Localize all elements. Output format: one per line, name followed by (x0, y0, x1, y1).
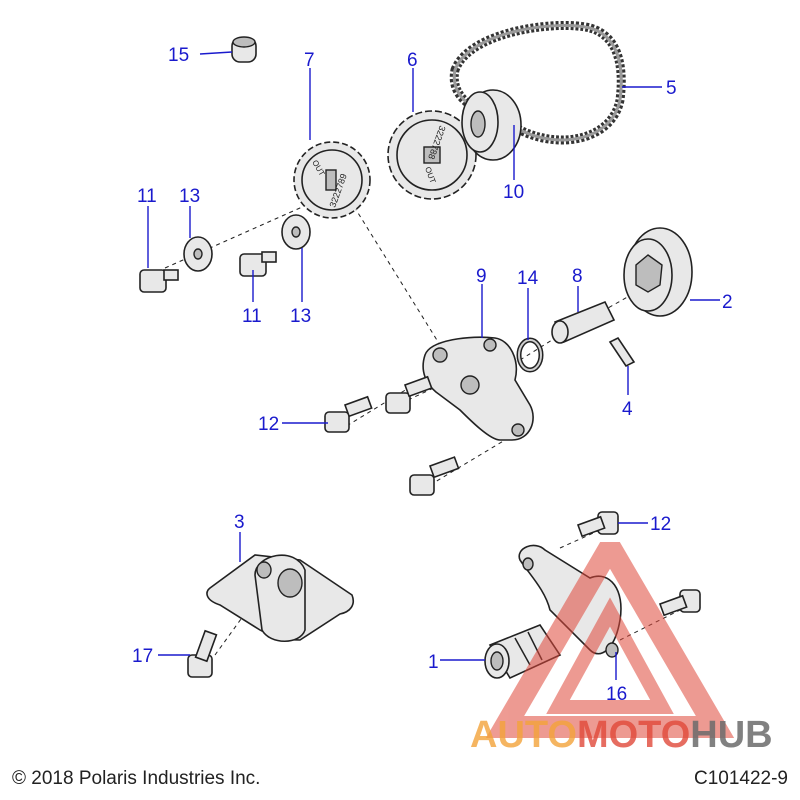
part-12-bolt-d (576, 511, 619, 538)
callout-17: 17 (132, 646, 153, 667)
part-7-sprocket: 3222789 OUT (293, 141, 371, 219)
copyright-text: © 2018 Polaris Industries Inc. (12, 768, 261, 789)
callout-15: 15 (168, 45, 189, 66)
automotohub-watermark: AUTOMOTOHUB (470, 542, 773, 756)
part-8-shaft (551, 300, 616, 344)
callout-1: 1 (428, 652, 439, 673)
watermark-auto: AUTO (470, 714, 577, 756)
part-11-bolt-left (139, 269, 179, 293)
part-6-sprocket: 3222788 OUT (387, 110, 477, 200)
callout-14: 14 (517, 268, 539, 289)
part-12-bolt-e (658, 589, 701, 617)
part-12-bolt-c (409, 456, 460, 496)
part-2-rotor (623, 227, 693, 317)
callout-16: 16 (606, 684, 627, 705)
callout-11-right: 11 (242, 306, 262, 327)
callout-9: 9 (476, 266, 487, 287)
part-12-bolt-b (385, 375, 433, 414)
callout-12-upper: 12 (258, 414, 279, 435)
part-13-washer-right (281, 214, 311, 250)
watermark-hub: HUB (690, 714, 772, 756)
part-12-bolt-a (324, 395, 373, 433)
watermark-text: AUTOMOTOHUB (470, 714, 773, 756)
callout-13-left: 13 (179, 186, 200, 207)
watermark-triangle-icon (485, 542, 735, 738)
part-17-bolt (187, 629, 218, 678)
diagram-code: C101422-9 (693, 768, 788, 789)
part-3-bracket (206, 554, 355, 643)
leader-lines (147, 51, 720, 680)
callout-5: 5 (666, 78, 677, 99)
callout-12-lower: 12 (650, 514, 671, 535)
callout-11-left: 11 (137, 186, 157, 207)
part-1-plunger (484, 624, 562, 680)
part-14-oring (516, 337, 544, 373)
callout-8: 8 (572, 266, 583, 287)
callout-13-right: 13 (290, 306, 311, 327)
part-13-washer-left (183, 236, 213, 272)
callout-7: 7 (304, 50, 315, 71)
callout-2: 2 (722, 292, 733, 313)
callout-numbers: 15 7 6 5 10 11 13 11 13 9 14 8 2 4 12 12… (132, 45, 733, 705)
watermark-moto: MOTO (577, 714, 690, 756)
part-4-pin (608, 336, 636, 368)
part-9-pump-housing (422, 336, 534, 441)
part-15-dowel (231, 36, 257, 63)
callout-3: 3 (234, 512, 245, 533)
callout-6: 6 (407, 50, 418, 71)
callout-4: 4 (622, 399, 633, 420)
callout-10: 10 (503, 182, 524, 203)
part-10-hub (461, 89, 522, 161)
part-11-bolt-right (239, 251, 277, 277)
